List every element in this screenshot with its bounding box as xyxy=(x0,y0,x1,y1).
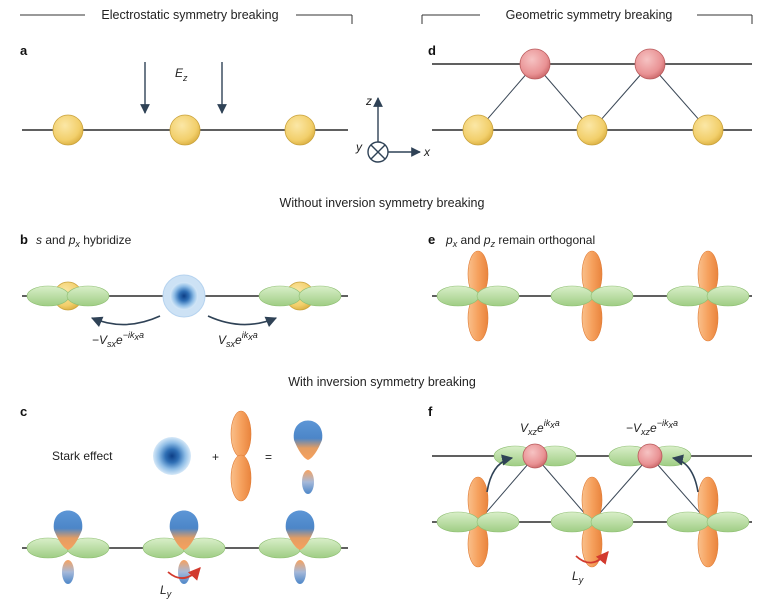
field-label: Ez xyxy=(175,66,188,83)
hop-arrow-f-left xyxy=(486,454,514,493)
hop-arrow-left xyxy=(90,315,161,328)
equals-sign: = xyxy=(265,450,272,464)
orbital-site-e1 xyxy=(436,250,520,342)
coordinate-axes: z x y xyxy=(355,94,431,163)
panel-label-f: f xyxy=(428,404,433,419)
s-orbital xyxy=(153,437,191,475)
panel-e-caption: px and pz remain orthogonal xyxy=(445,233,595,249)
atom xyxy=(576,114,608,146)
atom-red xyxy=(519,48,551,80)
orbital-site-f2 xyxy=(550,476,634,568)
panel-label-e: e xyxy=(428,232,435,247)
atom xyxy=(462,114,494,146)
hop-arrow-f-right xyxy=(671,454,699,493)
plus-sign: + xyxy=(212,450,219,464)
axis-z-label: z xyxy=(365,94,372,108)
orbital-site-f-top1 xyxy=(493,443,577,469)
s-orbital xyxy=(170,282,198,310)
orbital-site-f3 xyxy=(666,476,750,568)
axis-x-label: x xyxy=(423,145,431,159)
header-without: Without inversion symmetry breaking xyxy=(280,196,485,210)
orbital-site-e2 xyxy=(550,250,634,342)
f-hop-left-label: Vxzeikxa xyxy=(520,418,560,437)
orbital-site-f-top2 xyxy=(608,443,692,469)
stark-label: Stark effect xyxy=(52,449,113,463)
axis-y-label: y xyxy=(355,140,363,154)
orbital-site-c3 xyxy=(258,510,342,584)
hop-arrow-right xyxy=(207,315,278,328)
header-right-text: Geometric symmetry breaking xyxy=(506,8,673,22)
orbital-site-e3 xyxy=(666,250,750,342)
atom xyxy=(52,114,84,146)
Ly-label-c: Ly xyxy=(160,583,172,599)
orbital-site-f1 xyxy=(436,476,520,568)
panel-b-caption: s and px hybridize xyxy=(36,233,132,249)
orbital-site-c1 xyxy=(26,510,110,584)
atom xyxy=(284,114,316,146)
header-left: Electrostatic symmetry breaking xyxy=(20,8,353,24)
Ly-label-f: Ly xyxy=(572,569,584,585)
hop-left-label: −Vsxe−ikxa xyxy=(92,330,144,349)
orbital-site-c2 xyxy=(142,510,226,584)
pz-orbital xyxy=(230,410,252,502)
rotation-arrow-c xyxy=(167,567,201,581)
bonds-f xyxy=(477,455,709,523)
atom xyxy=(692,114,724,146)
atom-red xyxy=(634,48,666,80)
rotation-arrow-f xyxy=(575,551,609,565)
hybrid-orbital xyxy=(293,420,323,494)
panel-label-d: d xyxy=(428,43,436,58)
hop-right-label: Vsxeikxa xyxy=(218,330,258,349)
panel-label-b: b xyxy=(20,232,28,247)
f-hop-right-label: −Vxze−ikxa xyxy=(626,418,678,437)
panel-label-a: a xyxy=(20,43,28,58)
atom xyxy=(169,114,201,146)
header-with: With inversion symmetry breaking xyxy=(288,375,476,389)
header-right: Geometric symmetry breaking xyxy=(421,8,753,24)
panel-label-c: c xyxy=(20,404,27,419)
header-left-text: Electrostatic symmetry breaking xyxy=(101,8,278,22)
